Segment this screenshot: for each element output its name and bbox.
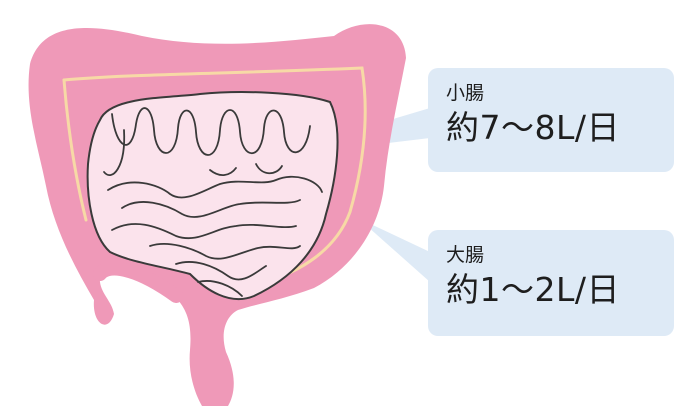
small-intestine-label: 小腸 [446, 82, 485, 104]
large-intestine-callout: 大腸 約1～2L/日 [428, 230, 674, 336]
small-intestine-callout: 小腸 約7～8L/日 [428, 68, 674, 172]
small-intestine [86, 91, 339, 301]
small-intestine-amount: 約7～8L/日 [446, 108, 620, 147]
large-intestine-label: 大腸 [446, 244, 485, 266]
large-intestine-amount: 約1～2L/日 [446, 270, 620, 309]
large-intestine-pointer [358, 218, 430, 282]
